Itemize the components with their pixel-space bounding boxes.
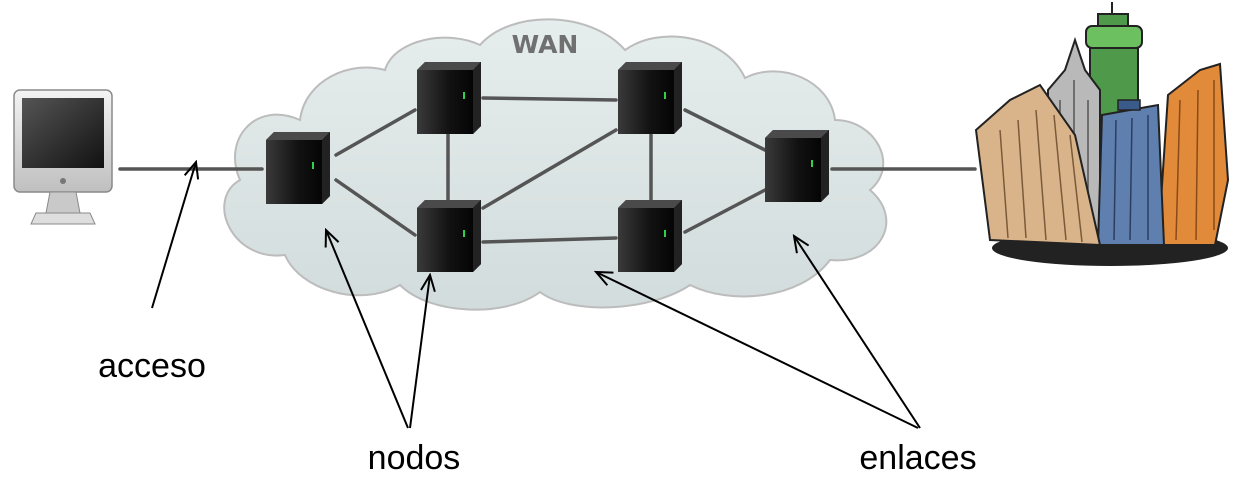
network-links bbox=[118, 96, 977, 244]
annotation-arrows bbox=[151, 162, 921, 429]
server-icon bbox=[417, 62, 481, 134]
link-n4-n6 bbox=[683, 108, 767, 152]
arrow-link-2 bbox=[794, 236, 921, 429]
link-n3-n5 bbox=[481, 236, 618, 244]
link-n1-n2 bbox=[334, 108, 417, 157]
link-n3-n4 bbox=[481, 128, 618, 210]
nodes-label: nodos bbox=[368, 439, 461, 477]
link-n5-n6 bbox=[683, 188, 767, 234]
server-icon bbox=[266, 132, 330, 204]
arrow-node-1 bbox=[326, 230, 409, 429]
wan-cloud-title: WAN bbox=[512, 30, 579, 59]
network-nodes bbox=[266, 62, 829, 272]
server-icon bbox=[618, 200, 682, 272]
server-icon bbox=[618, 62, 682, 134]
links-label: enlaces bbox=[859, 439, 976, 477]
link-n2-n4 bbox=[481, 96, 618, 102]
link-n1-n3 bbox=[334, 178, 417, 237]
access-label: acceso bbox=[98, 347, 206, 385]
server-icon bbox=[417, 200, 481, 272]
arrow-node-2 bbox=[409, 275, 430, 429]
server-icon bbox=[765, 130, 829, 202]
arrow-access bbox=[151, 162, 196, 309]
desktop-computer-icon bbox=[13, 89, 113, 225]
arrow-link-1 bbox=[596, 272, 919, 429]
city-buildings-icon bbox=[974, 2, 1230, 266]
